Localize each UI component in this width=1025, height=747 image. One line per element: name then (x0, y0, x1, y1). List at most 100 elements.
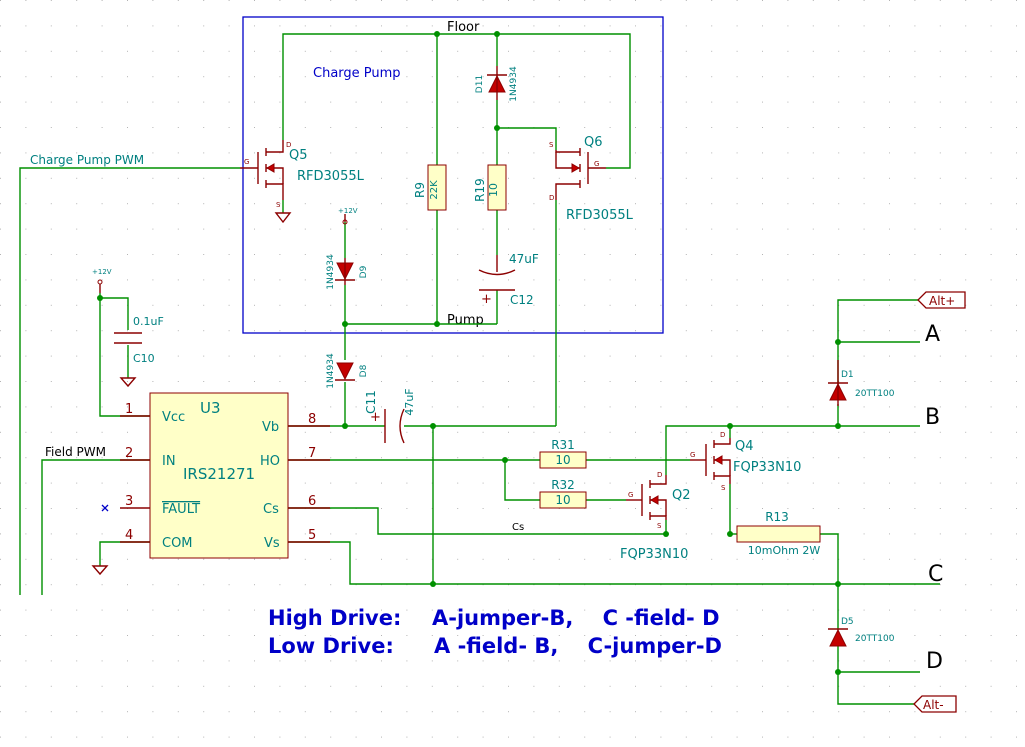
c10-ref: C10 (133, 352, 155, 365)
c10-value: 0.1uF (133, 315, 164, 328)
terminal-a: A (925, 322, 940, 347)
q2-value: FQP33N10 (620, 547, 688, 562)
terminal-d: D (926, 649, 943, 674)
mosfet-q2: Q2 FQP33N10 G D S (620, 471, 691, 562)
terminal-b: B (925, 405, 940, 430)
q2-source-letter: S (657, 522, 662, 530)
diode-d1: D1 20TT100 (828, 360, 895, 406)
u3-pin7-num: 7 (308, 446, 316, 461)
c12-plus: + (481, 292, 492, 307)
capacitor-c11: + C11 47uF (364, 388, 416, 444)
diode-d5: D5 20TT100 (828, 617, 895, 647)
capacitor-c12: + 47uF C12 (478, 252, 539, 307)
q2-gate-letter: G (628, 491, 633, 499)
d9-ref: D9 (359, 265, 369, 278)
charge-pump-box (242, 16, 664, 334)
junctions (97, 31, 841, 675)
diode-d9: 1N4934 D9 (326, 254, 369, 290)
u3-pin6-num: 6 (308, 494, 316, 509)
u3-pin4-num: 4 (125, 528, 133, 543)
q6-source-letter: S (549, 141, 554, 149)
q6-gate-letter: G (594, 160, 599, 168)
diode-d11: 1N4934 D11 (475, 66, 519, 102)
r9-value: 22K (429, 180, 440, 200)
d5-value: 20TT100 (855, 634, 895, 644)
note-high-text: A-jumper-B, C -field- D (432, 606, 720, 630)
u3-pin1-num: 1 (125, 402, 133, 417)
q5-value: RFD3055L (297, 169, 365, 184)
q4-ref: Q4 (735, 439, 754, 454)
note-low-text: A -field- B, C-jumper-D (434, 634, 722, 658)
q5-gate-letter: G (244, 158, 249, 166)
q5-drain-letter: D (286, 141, 291, 149)
note-low-label: Low Drive: (268, 634, 394, 658)
charge-pump-title: Charge Pump (313, 66, 401, 81)
ground-symbol-c10 (119, 377, 137, 388)
d1-value: 20TT100 (855, 389, 895, 399)
q6-ref: Q6 (584, 135, 603, 150)
u3-pin8-name: Vb (262, 420, 279, 435)
alt-minus-label: Alt- (923, 698, 944, 712)
r31-value: 10 (555, 453, 570, 467)
power-12v-vcc: +12V (92, 268, 112, 293)
d9-value: 1N4934 (326, 254, 336, 290)
r13-value: 10mOhm 2W (748, 544, 821, 557)
q4-source-letter: S (721, 484, 726, 492)
cs-net-label: Cs (512, 522, 524, 533)
c12-value: 47uF (509, 252, 539, 266)
d11-value: 1N4934 (509, 66, 519, 102)
resistor-r13: R13 10mOhm 2W (736, 510, 821, 557)
u3-pin6-name: Cs (263, 502, 279, 517)
floor-label: Floor (447, 20, 480, 35)
r31-ref: R31 (551, 438, 575, 452)
pump-label: Pump (447, 313, 484, 328)
u3-pin3-num: 3 (125, 494, 133, 509)
u3-pin2-name: IN (162, 454, 176, 469)
resistor-r9: 22K R9 (413, 164, 447, 211)
note-high-label: High Drive: (268, 606, 401, 630)
d1-ref: D1 (841, 370, 854, 380)
u3-pin4-name: COM (162, 536, 193, 551)
terminal-c: C (928, 562, 943, 587)
ic-u3: U3 IRS21271 1 Vcc 2 IN 3 FAULT 4 COM 8 V… (120, 392, 330, 559)
u3-pin7-name: HO (260, 454, 280, 469)
u3-pin8-num: 8 (308, 412, 316, 427)
alt-plus-label: Alt+ (929, 294, 955, 308)
q4-value: FQP33N10 (733, 460, 801, 475)
port-alt-plus: Alt+ (917, 291, 966, 309)
resistor-r19: 10 R19 (473, 164, 507, 211)
ground-symbol-com (91, 565, 109, 576)
d5-ref: D5 (841, 617, 854, 627)
vcc-power-label: +12V (92, 268, 112, 276)
wires (19, 33, 940, 705)
r19-ref: R19 (473, 178, 487, 202)
u3-pin5-name: Vs (264, 536, 280, 551)
port-alt-minus: Alt- (913, 695, 957, 713)
d9-power-label: +12V (338, 207, 358, 215)
u3-ref: U3 (200, 399, 221, 417)
charge-pump-pwm-label: Charge Pump PWM (30, 153, 144, 167)
r13-ref: R13 (765, 510, 789, 524)
q2-drain-letter: D (657, 471, 662, 479)
d8-ref: D8 (359, 364, 369, 377)
power-12v-d9: +12V (338, 207, 358, 225)
q4-gate-letter: G (690, 451, 695, 459)
r9-ref: R9 (413, 182, 427, 198)
c11-ref: C11 (364, 390, 378, 414)
mosfet-q6: Q6 RFD3055L G S D (549, 135, 634, 223)
resistor-r31: 10 R31 (539, 438, 587, 469)
r32-ref: R32 (551, 478, 575, 492)
resistor-r32: 10 R32 (539, 478, 587, 509)
c12-ref: C12 (510, 293, 534, 307)
mosfet-q5: Q5 RFD3055L G D S (240, 140, 365, 209)
capacitor-c10: 0.1uF C10 (114, 315, 164, 365)
q2-ref: Q2 (672, 488, 691, 503)
u3-pin1-name: Vcc (162, 410, 185, 425)
no-connect-fault (101, 504, 109, 512)
u3-value: IRS21271 (183, 465, 255, 483)
r19-value: 10 (487, 183, 500, 197)
q6-drain-letter: D (549, 194, 554, 202)
u3-pin5-num: 5 (308, 528, 316, 543)
